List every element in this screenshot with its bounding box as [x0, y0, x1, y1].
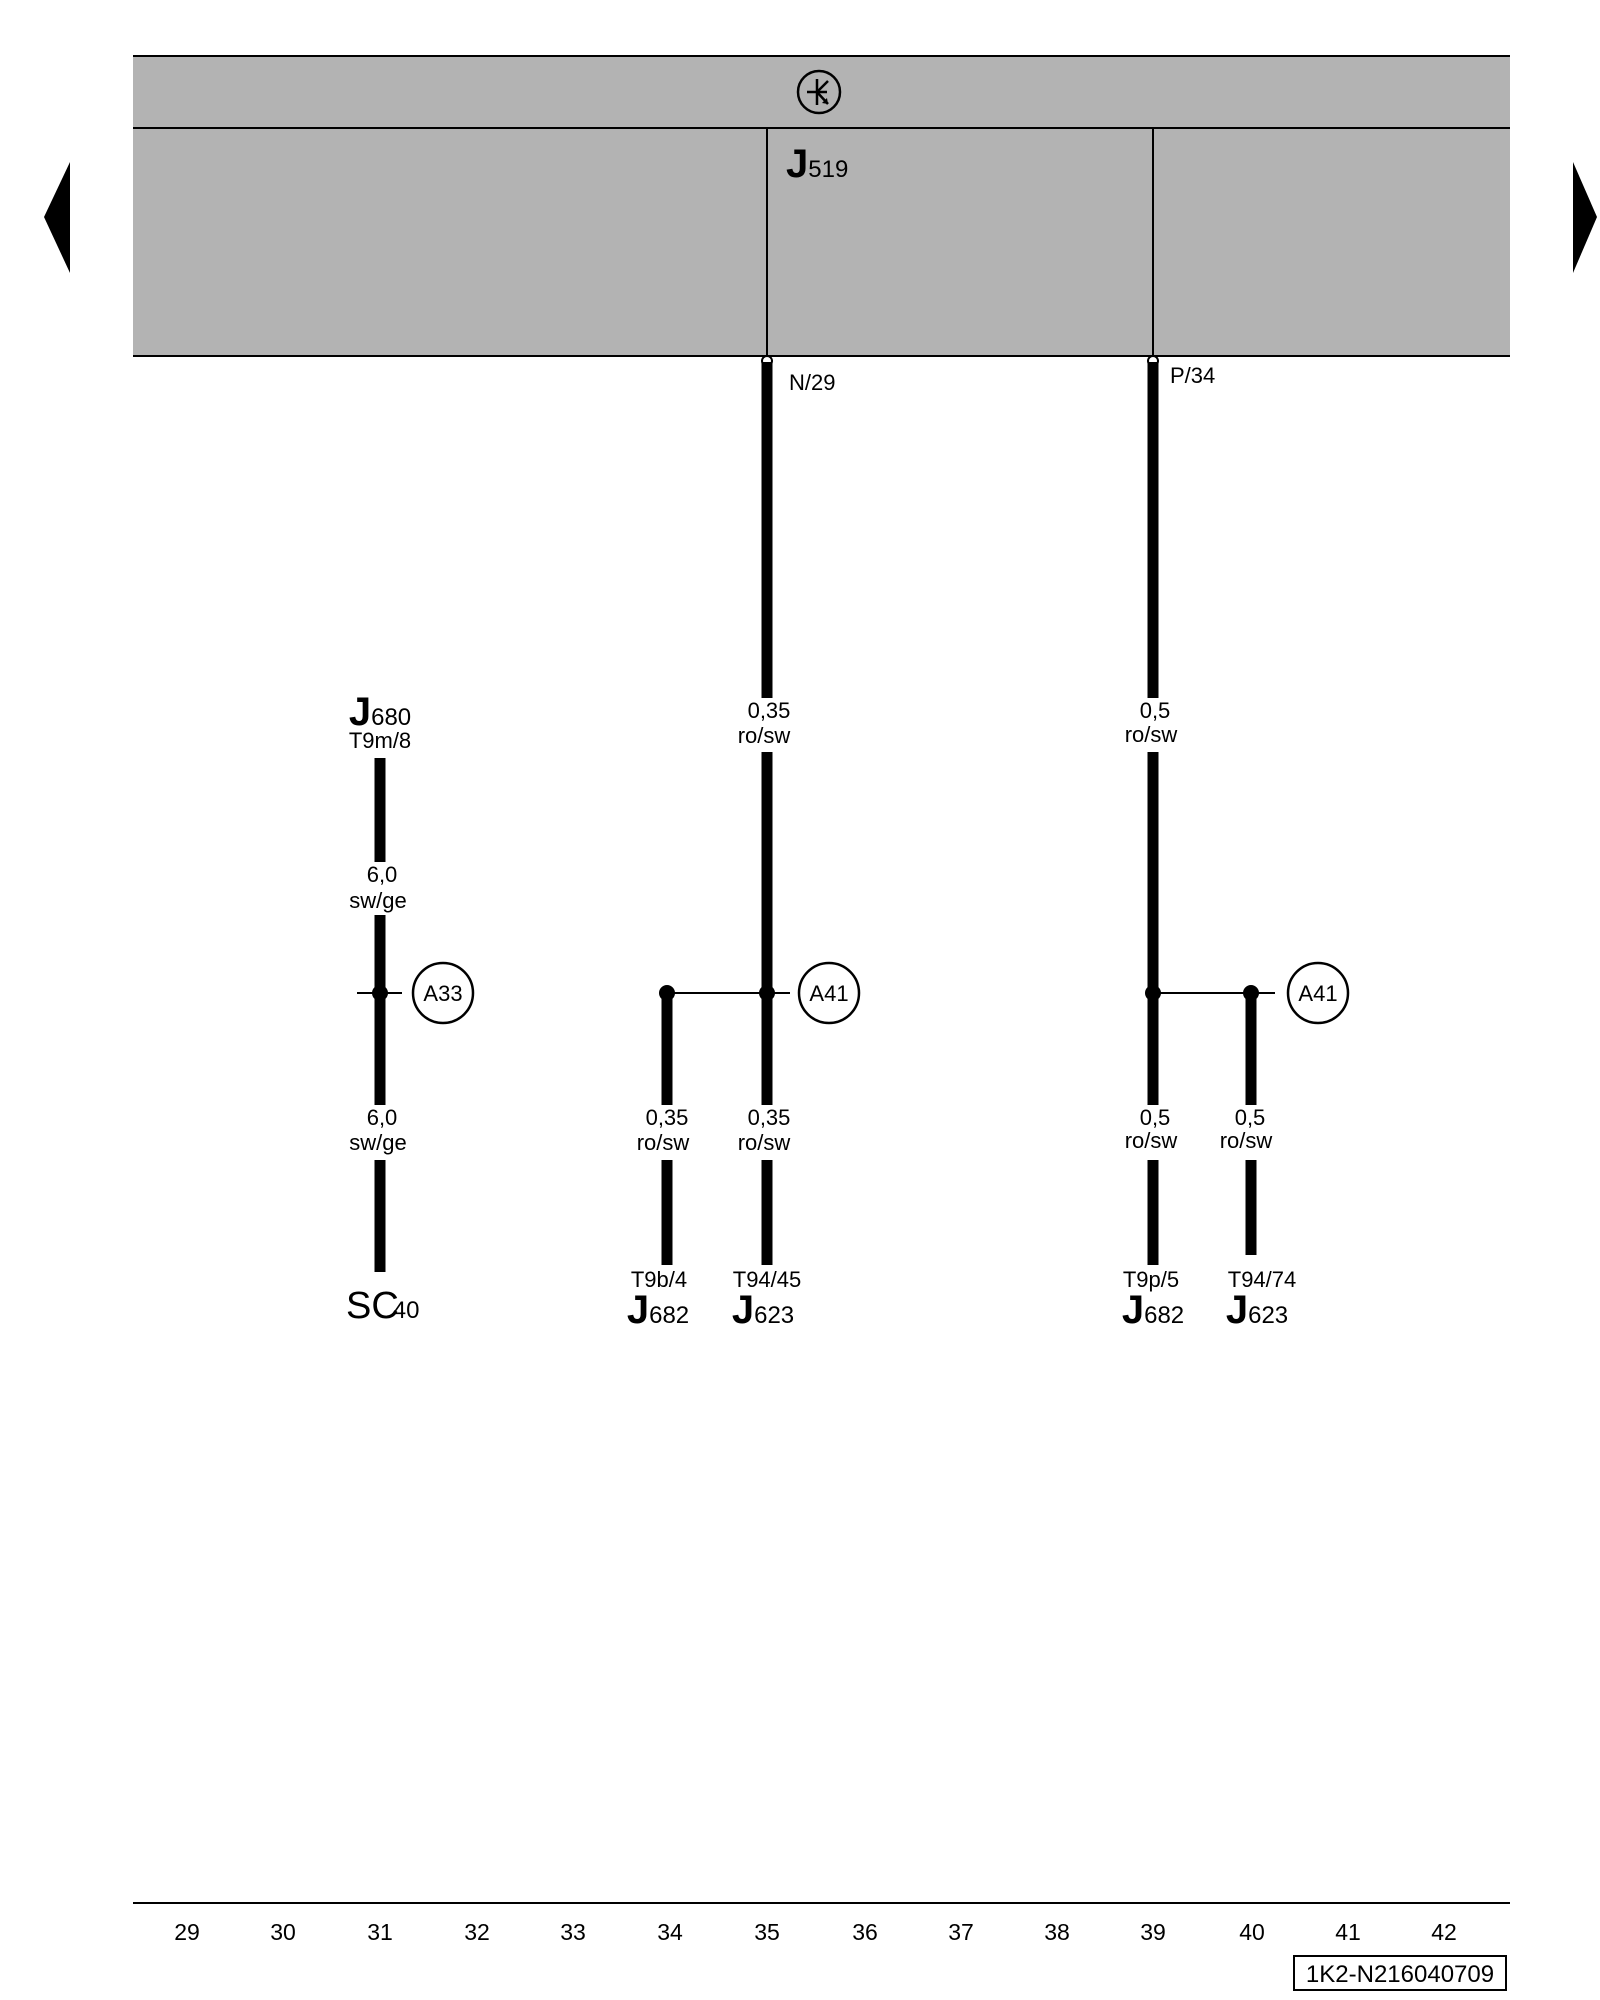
- splice-a41-left-label: A41: [809, 981, 848, 1006]
- splice-a33-label: A33: [423, 981, 462, 1006]
- p34-branch-left-gauge: 0,5: [1140, 1105, 1171, 1130]
- splice-a41-right-label: A41: [1298, 981, 1337, 1006]
- column-number: 34: [657, 1919, 683, 1945]
- column-number: 37: [948, 1919, 974, 1945]
- j623-letter-a: J: [732, 1288, 754, 1332]
- n29-branch-left-color: ro/sw: [637, 1130, 690, 1155]
- pin-label-right: P/34: [1170, 363, 1215, 388]
- p34-branch-right-pin: T94/74: [1228, 1267, 1297, 1292]
- j680-pin: T9m/8: [349, 728, 411, 753]
- module-letter: J: [786, 142, 808, 186]
- j623-number-a: 623: [754, 1302, 794, 1329]
- p34-gauge: 0,5: [1140, 698, 1171, 723]
- j623-number-b: 623: [1248, 1302, 1288, 1329]
- j680-gauge-top: 6,0: [367, 862, 398, 887]
- n29-branch-right-color: ro/sw: [738, 1130, 791, 1155]
- j682-number-a: 682: [649, 1302, 689, 1329]
- n29-branch-left-gauge: 0,35: [646, 1105, 689, 1130]
- p34-branch-left-component: J682: [1122, 1288, 1184, 1332]
- j623-letter-b: J: [1226, 1288, 1248, 1332]
- ground-transistor-icon: [796, 69, 842, 115]
- module-label: J519: [786, 142, 848, 186]
- j682-letter-a: J: [627, 1288, 649, 1332]
- diagram-code: 1K2-N216040709: [1306, 1961, 1494, 1988]
- p34-color: ro/sw: [1125, 722, 1178, 747]
- column-number: 30: [270, 1919, 296, 1945]
- n29-branch-right-component: J623: [732, 1288, 794, 1332]
- column-number: 33: [560, 1919, 586, 1945]
- column-number: 32: [464, 1919, 490, 1945]
- wire-j680: [357, 758, 402, 1272]
- triangle-left-icon[interactable]: [44, 162, 70, 273]
- column-number: 36: [852, 1919, 878, 1945]
- wire-n29: [659, 362, 790, 1265]
- n29-gauge: 0,35: [748, 698, 791, 723]
- end-sc40-number: 40: [393, 1297, 420, 1324]
- p34-branch-left-pin: T9p/5: [1123, 1267, 1179, 1292]
- j680-gauge-bottom: 6,0: [367, 1105, 398, 1130]
- module-number: 519: [808, 156, 848, 183]
- wire-p34: [1145, 362, 1275, 1265]
- n29-color: ro/sw: [738, 723, 791, 748]
- j680-color-bottom: sw/ge: [349, 1130, 406, 1155]
- column-numbers: 29 30 31 32 33 34 35 36 37 38 39 40 41 42: [174, 1919, 1457, 1945]
- j682-number-b: 682: [1144, 1302, 1184, 1329]
- j680-number: 680: [371, 704, 411, 731]
- splice-a41-left: [797, 961, 861, 1025]
- triangle-right-icon[interactable]: [1573, 162, 1597, 273]
- column-number: 29: [174, 1919, 200, 1945]
- p34-branch-right-color: ro/sw: [1220, 1128, 1273, 1153]
- n29-branch-left-pin: T9b/4: [631, 1267, 687, 1292]
- column-number: 35: [754, 1919, 780, 1945]
- j680-color-top: sw/ge: [349, 888, 406, 913]
- n29-branch-right-pin: T94/45: [733, 1267, 802, 1292]
- column-number: 38: [1044, 1919, 1070, 1945]
- splice-a41-right: [1286, 961, 1350, 1025]
- splice-a33: [411, 961, 475, 1025]
- diagram-code-box: [1293, 1955, 1507, 1991]
- column-number: 39: [1140, 1919, 1166, 1945]
- pin-label-left: N/29: [789, 370, 835, 395]
- n29-branch-left-component: J682: [627, 1288, 689, 1332]
- column-number: 31: [367, 1919, 393, 1945]
- p34-branch-right-component: J623: [1226, 1288, 1288, 1332]
- column-number: 41: [1335, 1919, 1361, 1945]
- column-number: 42: [1431, 1919, 1457, 1945]
- j680-component: J680: [349, 690, 411, 734]
- column-number: 40: [1239, 1919, 1265, 1945]
- end-sc40-letters: SC: [346, 1285, 399, 1327]
- j680-letter: J: [349, 690, 371, 734]
- p34-branch-right-gauge: 0,5: [1235, 1105, 1266, 1130]
- p34-branch-left-color: ro/sw: [1125, 1128, 1178, 1153]
- n29-branch-right-gauge: 0,35: [748, 1105, 791, 1130]
- end-sc40: SC40: [346, 1285, 420, 1327]
- j682-letter-b: J: [1122, 1288, 1144, 1332]
- control-module-j519: [133, 55, 1510, 357]
